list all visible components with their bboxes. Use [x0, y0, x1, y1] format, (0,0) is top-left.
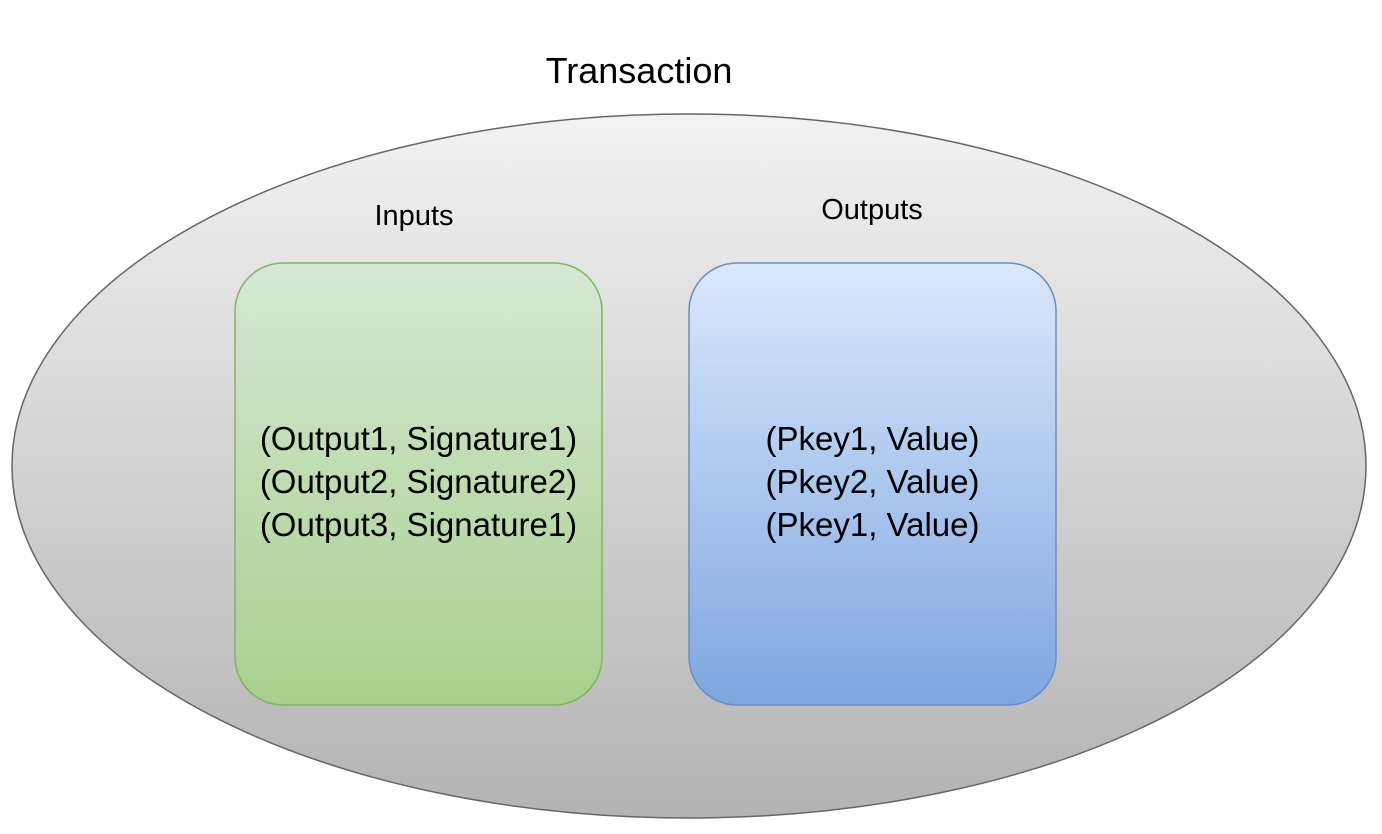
inputs-list: (Output1, Signature1) (Output2, Signatur…	[236, 417, 601, 546]
transaction-title: Transaction	[545, 50, 733, 91]
output-entry: (Pkey1, Value)	[765, 420, 980, 457]
outputs-list: (Pkey1, Value) (Pkey2, Value) (Pkey1, Va…	[690, 417, 1055, 546]
outputs-header: Outputs	[821, 194, 923, 226]
output-entry: (Pkey1, Value)	[765, 506, 980, 543]
output-entry: (Pkey2, Value)	[765, 463, 980, 500]
input-entry: (Output3, Signature1)	[259, 506, 578, 543]
input-entry: (Output1, Signature1)	[259, 420, 578, 457]
inputs-header: Inputs	[374, 200, 454, 232]
inputs-box	[234, 262, 603, 706]
input-entry: (Output2, Signature2)	[259, 463, 578, 500]
outputs-box	[688, 262, 1057, 706]
